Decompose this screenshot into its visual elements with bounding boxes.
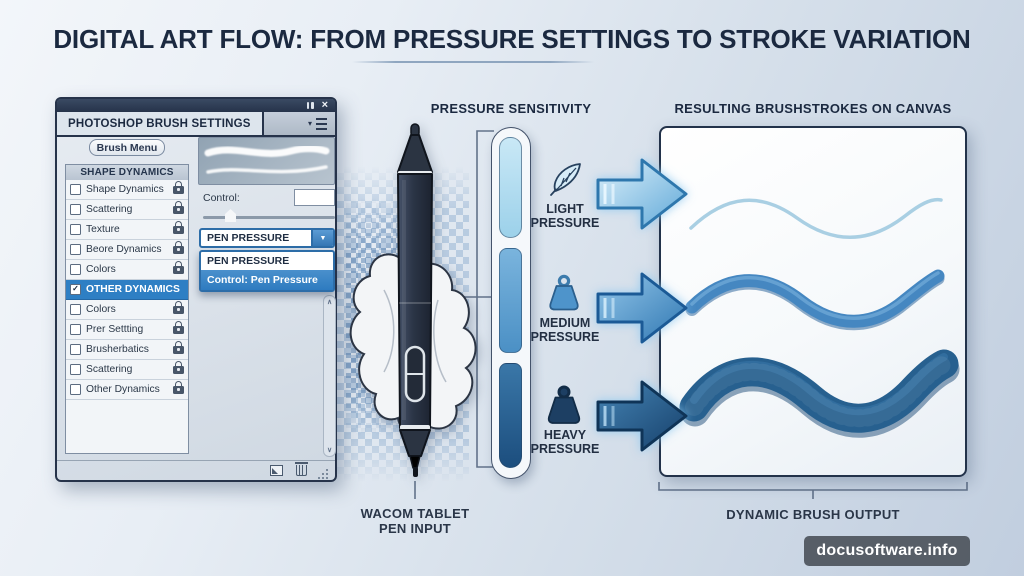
medium-pressure-label: MEDIUM PRESSURE (530, 316, 600, 344)
lock-icon (173, 380, 184, 394)
new-item-icon[interactable] (270, 465, 283, 476)
lock-icon (173, 200, 184, 214)
checkbox[interactable] (70, 244, 81, 255)
arrow-heavy-icon (596, 380, 688, 452)
brush-option-row[interactable]: Beore Dynamics (66, 240, 188, 260)
panel-tabrow: PHOTOSHOP BRUSH SETTINGS ▾ (57, 112, 335, 137)
lock-icon (173, 320, 184, 334)
lock-icon (173, 240, 184, 254)
brush-menu-button[interactable]: Brush Menu (89, 139, 165, 156)
brush-option-row[interactable]: Scattering (66, 200, 188, 220)
pressure-bar (491, 127, 531, 479)
stroke-medium (685, 269, 945, 331)
dropdown-option-highlighted[interactable]: Control: Pen Pressure (201, 270, 333, 290)
lock-icon (173, 360, 184, 374)
brush-option-row[interactable]: Scattering (66, 360, 188, 380)
panel-footer-divider (57, 460, 335, 461)
weight-heavy-icon (547, 385, 581, 424)
pen-input-caption: WACOM TABLET PEN INPUT (360, 506, 470, 536)
brush-preview-strokes (204, 145, 330, 174)
brush-settings-panel: × PHOTOSHOP BRUSH SETTINGS ▾ Brush Menu … (55, 97, 337, 482)
brush-option-row[interactable]: Colors (66, 300, 188, 320)
shape-dynamics-header: SHAPE DYNAMICS (65, 164, 189, 181)
checkbox[interactable] (70, 344, 81, 355)
pressure-segment-medium (499, 248, 522, 353)
brush-options-list: Shape Dynamics Scattering Texture Beore … (65, 180, 189, 454)
arrow-light-icon (596, 158, 688, 230)
pressure-segment-light (499, 137, 522, 238)
brush-option-row-selected[interactable]: ✓OTHER DYNAMICS (66, 280, 188, 300)
slider-thumb[interactable] (225, 209, 236, 222)
checkbox[interactable] (70, 384, 81, 395)
feather-icon (550, 163, 581, 196)
checkbox[interactable] (70, 184, 81, 195)
watermark-badge: docusoftware.info (804, 536, 970, 566)
lock-icon (173, 260, 184, 274)
control-slider[interactable] (203, 209, 335, 222)
panel-scrollbar[interactable]: ∧ ∨ (323, 295, 336, 457)
lock-icon (173, 340, 184, 354)
window-close-icon[interactable]: × (321, 99, 328, 111)
brush-option-row[interactable]: Brusherbatics (66, 340, 188, 360)
checkbox-checked[interactable]: ✓ (70, 284, 81, 295)
brush-option-row[interactable]: Colors (66, 260, 188, 280)
scroll-down-icon[interactable]: ∨ (326, 447, 333, 454)
brush-option-row[interactable]: Shape Dynamics (66, 180, 188, 200)
checkbox[interactable] (70, 304, 81, 315)
select-value: PEN PRESSURE (207, 232, 290, 244)
canvas-heading: RESULTING BRUSHSTROKES ON CANVAS (674, 101, 952, 116)
light-pressure-label: LIGHT PRESSURE (530, 202, 600, 230)
control-label: Control: (203, 192, 240, 204)
panel-menu-icon[interactable] (316, 117, 327, 130)
canvas-bracket (658, 482, 968, 499)
weight-medium-icon (549, 274, 579, 311)
control-value-input[interactable] (294, 189, 335, 206)
title-underline (352, 61, 594, 63)
stylus-pen (349, 123, 477, 477)
scroll-up-icon[interactable]: ∧ (326, 299, 333, 306)
canvas-panel (659, 126, 967, 477)
checkbox[interactable] (70, 324, 81, 335)
heavy-pressure-label: HEAVY PRESSURE (530, 428, 600, 456)
select-arrow-button[interactable]: ▼ (311, 230, 333, 246)
pen-pressure-select[interactable]: PEN PRESSURE ▼ (199, 228, 335, 248)
trash-icon[interactable] (294, 462, 308, 476)
window-collapse-icon[interactable] (306, 102, 314, 109)
lock-icon (173, 180, 184, 194)
checkbox[interactable] (70, 204, 81, 215)
checkbox[interactable] (70, 224, 81, 235)
dynamic-output-caption: DYNAMIC BRUSH OUTPUT (726, 507, 900, 522)
select-dropdown-list: PEN PRESSURE Control: Pen Pressure (199, 250, 335, 292)
checkbox[interactable] (70, 364, 81, 375)
stroke-light (689, 197, 943, 239)
pressure-segment-heavy (499, 363, 522, 468)
brush-preview (198, 137, 335, 185)
lock-icon (173, 300, 184, 314)
chevron-down-icon: ▼ (319, 234, 327, 242)
brush-option-row[interactable]: Texture (66, 220, 188, 240)
resize-grip-icon[interactable] (318, 469, 328, 479)
pen-nib (413, 467, 418, 477)
brush-option-row[interactable]: Other Dynamics (66, 380, 188, 400)
pen-body-group (397, 123, 433, 477)
panel-menu-arrow-icon[interactable]: ▾ (307, 119, 312, 128)
checkbox[interactable] (70, 264, 81, 275)
brush-option-row[interactable]: Prer Settting (66, 320, 188, 340)
canvas-strokes (679, 197, 960, 438)
panel-titlebar[interactable]: × (57, 99, 335, 112)
lock-icon (173, 220, 184, 234)
page-title: DIGITAL ART FLOW: FROM PRESSURE SETTINGS… (53, 24, 971, 54)
dropdown-option[interactable]: PEN PRESSURE (207, 255, 290, 267)
stroke-heavy (679, 349, 960, 438)
arrow-medium-icon (596, 272, 688, 344)
tab-brush-settings[interactable]: PHOTOSHOP BRUSH SETTINGS (57, 112, 264, 135)
panel-tab-rest: ▾ (263, 112, 335, 135)
pressure-heading: PRESSURE SENSITIVITY (430, 101, 592, 116)
